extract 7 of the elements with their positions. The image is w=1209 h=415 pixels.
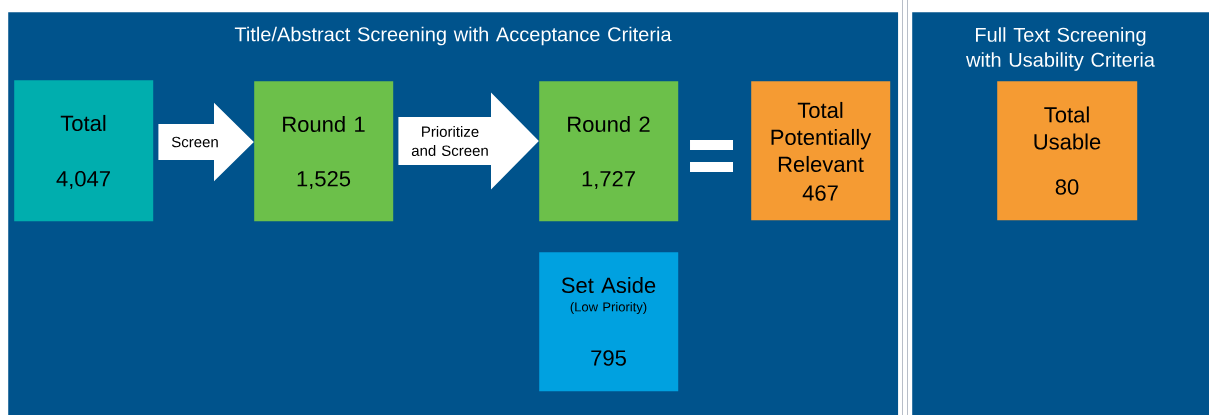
count-box: Round 2 1,727	[539, 81, 679, 222]
count-box: Total Usable 80	[997, 81, 1138, 221]
count-box: Total 4,047	[14, 80, 154, 222]
count-box: Round 1 1,525	[254, 81, 394, 222]
count-box: Total Potentially Relevant 467	[751, 81, 891, 221]
edge-label: Prioritize and Screen	[401, 125, 499, 157]
count-box: Set Aside (Low Priority) 795	[539, 252, 679, 392]
